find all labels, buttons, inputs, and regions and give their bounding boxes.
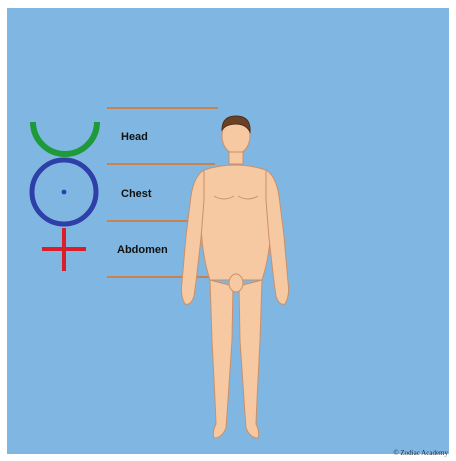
region-label-head: Head: [121, 131, 148, 143]
figure-arm-right: [266, 170, 289, 304]
copyright-text: © Zodiac Academy: [393, 449, 448, 457]
crescent-icon: [33, 122, 97, 154]
figure-neck: [229, 152, 243, 164]
figure-leg-left: [210, 280, 233, 438]
mercury-symbol-icon: [32, 122, 97, 271]
center-dot-icon: [62, 190, 67, 195]
region-label-chest: Chest: [121, 188, 152, 200]
figure-groin: [229, 274, 243, 292]
figure-torso: [198, 165, 275, 280]
figure-leg-right: [239, 280, 262, 438]
region-label-abdomen: Abdomen: [117, 244, 168, 256]
figure-arm-left: [181, 170, 204, 304]
